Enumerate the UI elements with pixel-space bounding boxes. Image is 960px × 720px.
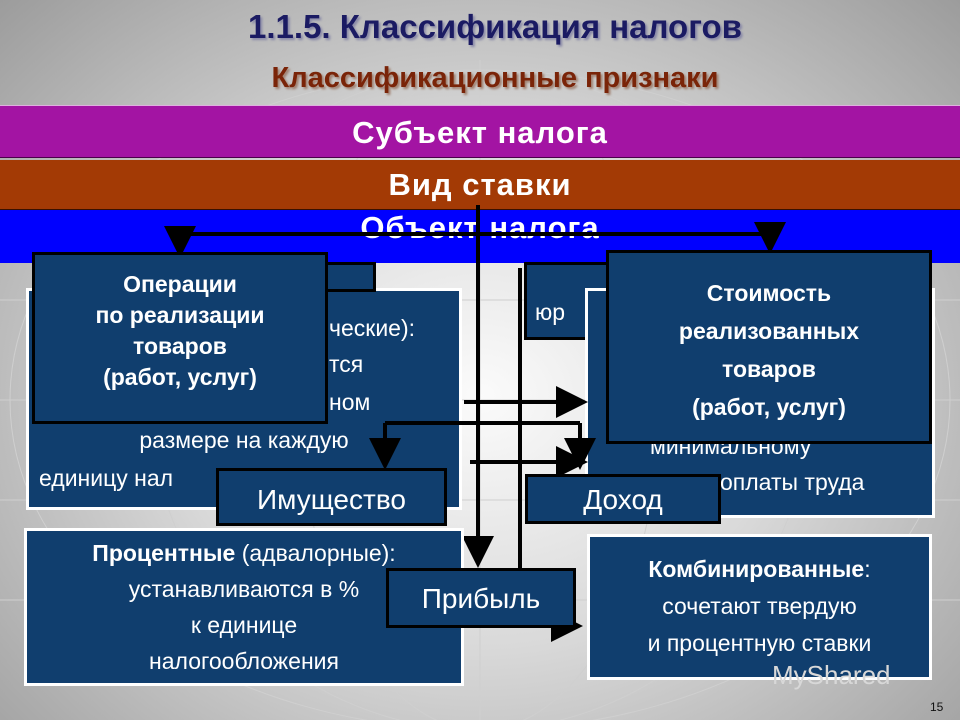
cost-line: Стоимость	[706, 280, 832, 306]
fixed-rate-line: ческие):	[329, 315, 416, 341]
profit-label: Прибыль	[421, 583, 541, 614]
page-title: 1.1.5. Классификация налогов	[248, 8, 742, 45]
operations-line: по реализации	[95, 302, 265, 328]
watermark-logo: MyShared	[772, 660, 891, 690]
operations-box[interactable]: Операции по реализации товаров (работ, у…	[32, 252, 328, 424]
percent-heading: Процентные (адвалорные):	[27, 535, 461, 571]
profit-box[interactable]: Прибыль	[386, 568, 576, 628]
combined-line: и процентную ставки	[647, 630, 872, 656]
operations-line: Операции	[123, 271, 237, 297]
percent-heading-bold: Процентные	[92, 540, 236, 566]
combined-box[interactable]: Комбинированные: сочетают твердую и проц…	[587, 534, 932, 680]
combined-heading: Комбинированные:	[590, 551, 929, 588]
band-subject[interactable]: Субъект налога	[0, 105, 960, 158]
band-rate-type[interactable]: Вид ставки	[0, 160, 960, 210]
mid-stub-text: юр	[535, 299, 566, 325]
fixed-rate-line: тся	[329, 351, 364, 377]
combined-heading-rest: :	[864, 556, 871, 582]
fixed-rate-line: размере на каждую	[139, 427, 349, 453]
fixed-rate-line: единицу нал	[39, 465, 174, 491]
cost-line: товаров	[722, 356, 816, 382]
page-subtitle: Классификационные признаки	[271, 62, 719, 94]
cost-line: (работ, услуг)	[692, 394, 846, 420]
percent-heading-rest: (адвалорные):	[235, 540, 396, 566]
cost-line: реализованных	[678, 318, 860, 344]
property-box[interactable]: Имущество	[216, 468, 447, 526]
page-number: 15	[930, 700, 944, 714]
percent-line: устанавливаются в %	[128, 576, 360, 602]
combined-line: сочетают твердую	[662, 593, 857, 619]
operations-line: (работ, услуг)	[103, 364, 257, 390]
right-hidden-line: оплаты труда	[720, 469, 865, 495]
income-label: Доход	[583, 484, 663, 515]
property-label: Имущество	[257, 484, 406, 515]
cost-box[interactable]: Стоимость реализованных товаров (работ, …	[606, 250, 932, 444]
percent-line: налогообложения	[149, 648, 339, 674]
fixed-rate-line: ном	[329, 389, 371, 415]
combined-heading-bold: Комбинированные	[648, 556, 865, 582]
percent-line: к единице	[190, 612, 298, 638]
operations-line: товаров	[133, 333, 227, 359]
income-box[interactable]: Доход	[525, 474, 721, 524]
percent-box[interactable]: Процентные (адвалорные): устанавливаются…	[24, 528, 464, 686]
top-connector	[178, 222, 786, 254]
